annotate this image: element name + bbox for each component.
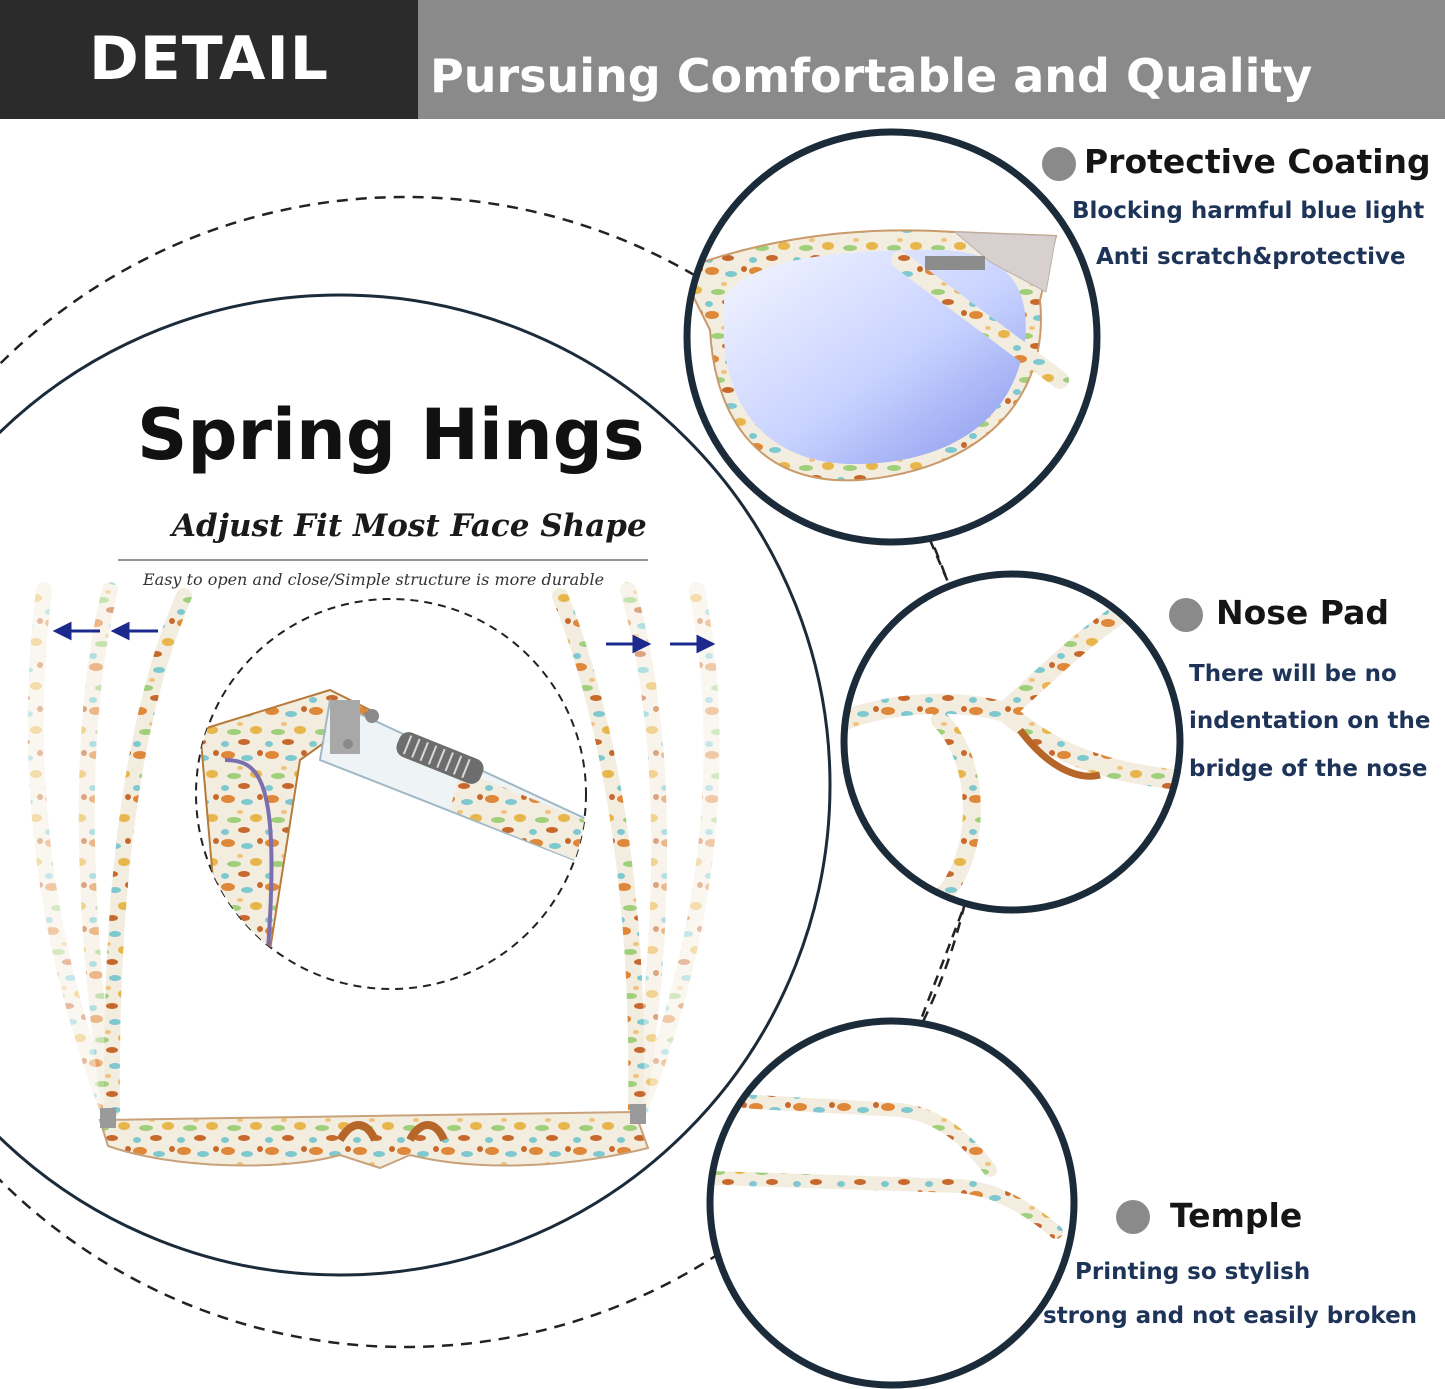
hinge-zoom-circle bbox=[195, 598, 587, 990]
hinge-closeup bbox=[198, 688, 586, 962]
header-badge-background bbox=[0, 0, 418, 119]
coating-line-1: Blocking harmful blue light bbox=[1072, 198, 1425, 224]
header-badge: DETAIL bbox=[88, 24, 330, 94]
nose-pad-bullet-icon bbox=[1169, 598, 1203, 632]
temple-line-2: strong and not easily broken bbox=[1043, 1303, 1418, 1329]
coating-closeup bbox=[687, 229, 1069, 482]
coating-circle bbox=[683, 128, 1101, 546]
temple-closeup bbox=[710, 1093, 1063, 1239]
front-frame bbox=[98, 1104, 650, 1170]
connector-1 bbox=[928, 539, 950, 583]
coating-bullet-icon bbox=[1042, 147, 1076, 181]
nose-circle-fill bbox=[844, 574, 1180, 910]
temple-bullet-icon bbox=[1116, 1200, 1150, 1234]
coating-line-2: Anti scratch&protective bbox=[1096, 244, 1406, 270]
coating-title: Protective Coating bbox=[1084, 142, 1431, 181]
flex-arrows bbox=[52, 621, 716, 654]
nose-pad-line-2: indentation on the bbox=[1189, 708, 1431, 734]
connector-2 bbox=[918, 911, 964, 1023]
temple-title: Temple bbox=[1170, 1196, 1303, 1235]
nose-pad-closeup bbox=[844, 600, 1180, 909]
spring-hinge-note: Easy to open and close/Simple structure … bbox=[143, 570, 605, 589]
nose-pad-line-3: bridge of the nose bbox=[1189, 756, 1428, 782]
spring-hinge-subtitle: Adjust Fit Most Face Shape bbox=[172, 508, 647, 544]
nose-circle bbox=[840, 570, 1184, 914]
header-title: Pursuing Comfortable and Quality bbox=[430, 49, 1313, 103]
nose-pad-title: Nose Pad bbox=[1216, 593, 1389, 632]
nose-pad-line-1: There will be no bbox=[1189, 661, 1397, 687]
temple-line-1: Printing so stylish bbox=[1075, 1259, 1311, 1285]
spring-hinge-title: Spring Hings bbox=[137, 394, 645, 476]
temple-circle-fill bbox=[710, 1021, 1074, 1385]
temple-circle bbox=[706, 1017, 1078, 1389]
header-title-background bbox=[418, 0, 1445, 119]
